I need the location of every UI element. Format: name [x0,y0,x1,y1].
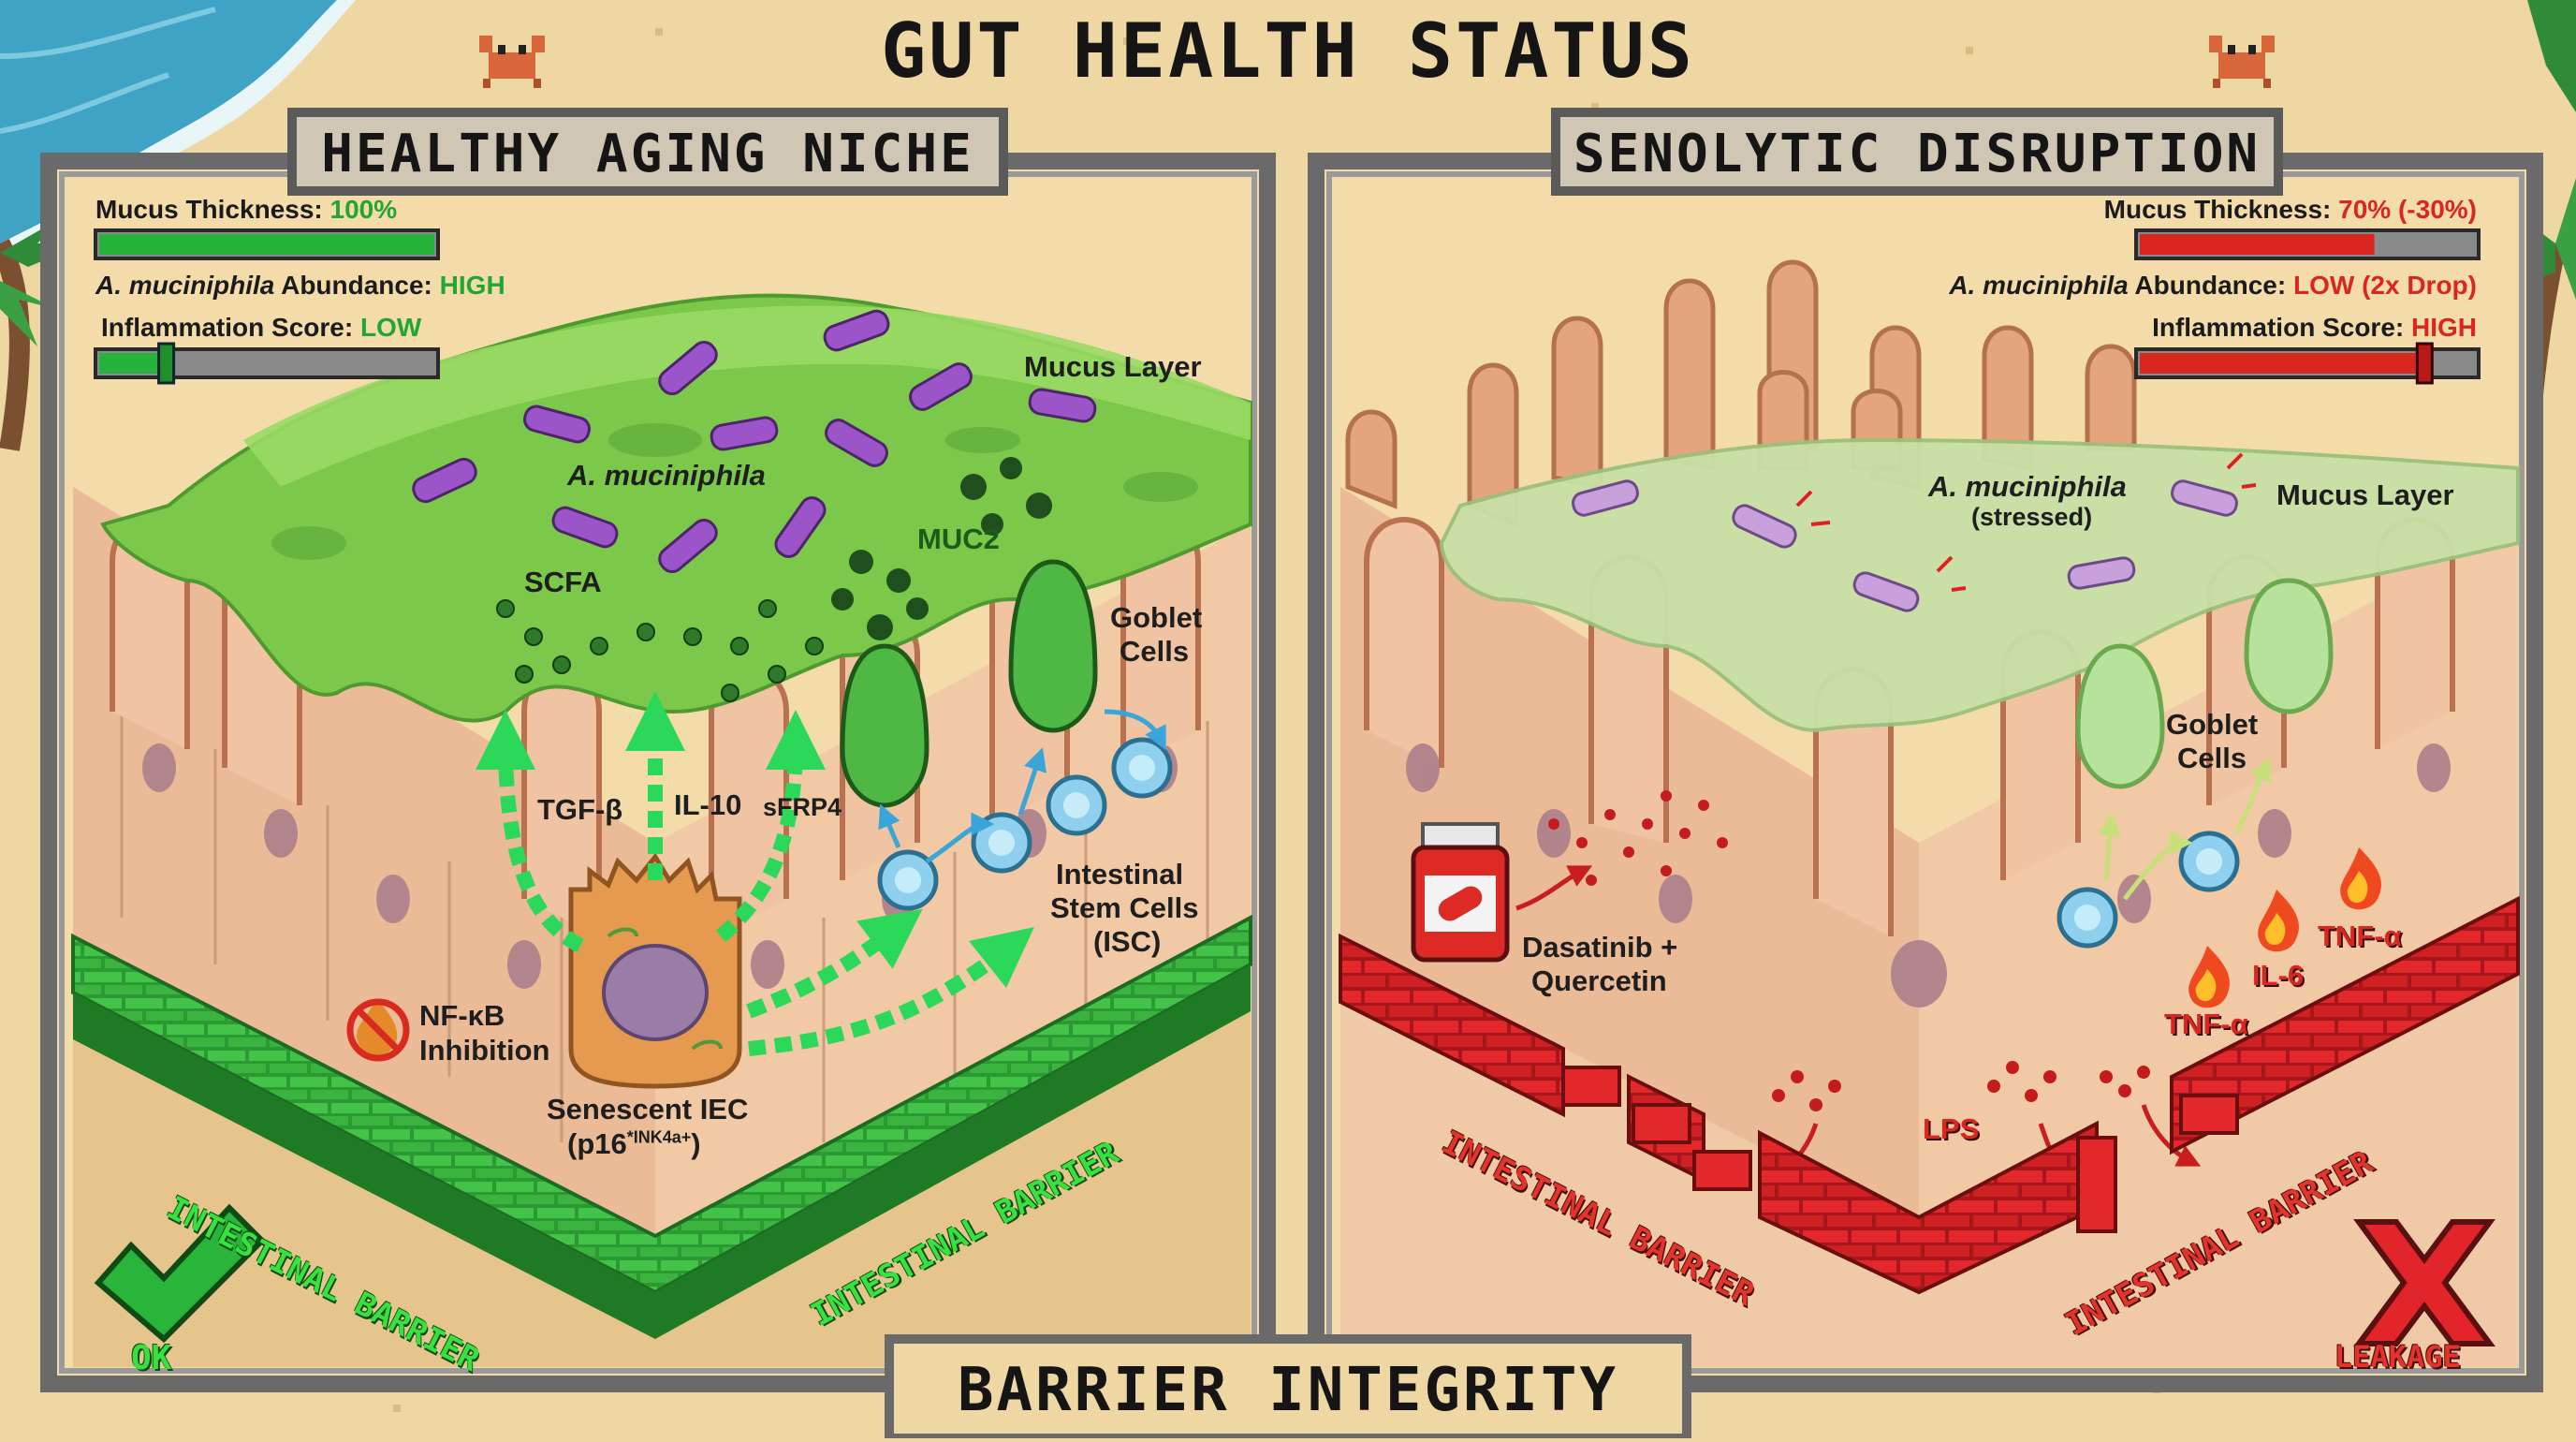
left-hud-bars [94,228,440,385]
right-label-akk-1: A. muciniphila [1928,470,2127,503]
right-bacteria-stressed [1572,479,2238,612]
left-label-senescent-1: Senescent IEC [547,1093,749,1126]
fire-icon [2258,890,2299,952]
left-label-nfkb-2: Inhibition [419,1034,550,1067]
left-label-nfkb-1: NF-κB [419,999,505,1032]
left-label-senescent-2: (p16*INK4a+) [567,1127,701,1161]
right-label-tnf-1: TNF-α [2318,920,2402,952]
right-label-tnf-2: TNF-α [2164,1008,2248,1040]
sen-p16-close: ) [691,1127,701,1160]
left-infl-label: Inflammation Score: [101,313,360,342]
left-mucus-thickness: Mucus Thickness: 100% [95,195,397,225]
right-title-plaque [1551,108,2283,196]
crab-icon-left [479,36,545,88]
left-scene [71,293,1252,1367]
left-label-isc-2: Stem Cells [1050,891,1199,924]
footer-title: BARRIER INTEGRITY [957,1356,1619,1425]
right-goblet-cells [2075,578,2334,789]
left-inflammation-score: Inflammation Score: LOW [101,313,421,343]
left-akk-suffix: Abundance: [274,271,440,300]
left-status-label: OK [131,1339,172,1377]
right-akk-species: A. muciniphila [1949,271,2129,300]
right-label-mucus-layer: Mucus Layer [2276,478,2454,511]
left-panel-title: HEALTHY AGING NICHE [321,124,974,184]
right-label-goblet-1: Goblet [2166,708,2259,741]
right-inflammation-score: Inflammation Score: HIGH [2152,313,2477,343]
left-inflammation-bar-marker [157,342,176,385]
left-inflammation-bar-fill [99,353,167,374]
left-label-goblet-1: Goblet [1110,601,1203,634]
left-mucus-bar-fill [99,234,434,255]
right-mucus-layer [1439,437,2520,733]
left-label-mucus-layer: Mucus Layer [1024,350,1202,383]
left-label-isc-3: (ISC) [1093,925,1162,958]
right-mucus-value: 70% (-30%) [2338,195,2477,224]
right-mucus-label: Mucus Thickness: [2103,195,2339,224]
left-muc2-granules [831,457,1052,640]
right-stem-cells [2056,831,2240,949]
palm-tree-left [0,215,84,451]
right-inflammation-bar-marker [2415,342,2434,385]
left-label-tgfb: TGF-β [537,793,623,826]
sen-p16-sup: *INK4a+ [626,1127,692,1147]
left-scfa-particles [496,599,824,702]
fire-icon [2188,946,2230,1008]
left-mucus-value: 100% [329,195,398,224]
left-akk-value: HIGH [439,271,505,300]
right-label-il6: IL-6 [2252,959,2305,992]
right-mucus-thickness: Mucus Thickness: 70% (-30%) [2104,195,2477,225]
left-label-akk: A. muciniphila [567,459,766,492]
ok-check-icon [94,1203,267,1344]
left-intestinal-barrier [71,914,1252,1339]
left-label-isc-1: Intestinal [1056,858,1184,890]
left-label-scfa: SCFA [524,566,602,598]
left-akk-abundance: A. muciniphila Abundance: HIGH [95,271,505,301]
left-akk-species: A. muciniphila [95,271,275,300]
right-status-label: LEAKAGE [2334,1339,2461,1375]
right-mucus-bar-fill [2140,234,2375,255]
left-label-goblet-2: Cells [1120,635,1190,668]
left-senescent-iec [568,852,742,1089]
left-goblet-cells [840,559,1098,808]
crab-icon-right [2209,36,2275,88]
inflammation-fire-icons [2188,847,2381,1008]
right-label-drug-2: Quercetin [1531,964,1667,997]
right-infl-label: Inflammation Score: [2152,313,2411,342]
right-label-drug-1: Dasatinib + [1522,931,1678,964]
right-panel-title: SENOLYTIC DISRUPTION [1573,124,2261,184]
left-title-plaque [287,108,1008,196]
left-mucus-label: Mucus Thickness: [95,195,330,224]
fire-icon [2340,847,2381,910]
right-drug-particles [1548,790,1728,886]
left-label-il10: IL-10 [674,788,742,821]
footer-plaque [885,1334,1691,1442]
right-scene [1339,259,2520,1367]
left-label-muc2: MUC2 [917,522,1000,555]
right-lps-particles [1772,1061,2150,1111]
right-inflammation-bar-fill [2140,353,2425,374]
nfkb-inhibition-icon [346,998,410,1062]
right-intestinal-barrier [1339,895,2520,1295]
dasatinib-quercetin-bottle-icon [1411,822,1510,963]
left-bacteria-akkermansia [412,309,1097,574]
page-title: GUT HEALTH STATUS [881,7,1695,95]
right-akk-value: LOW (2x Drop) [2293,271,2477,300]
right-infl-value: HIGH [2411,313,2477,342]
left-infl-value: LOW [359,313,422,342]
left-sasp-arrows [476,691,1034,1056]
right-label-akk-2: (stressed) [1971,503,2093,531]
right-hud-bars [2134,228,2481,385]
right-akk-abundance: A. muciniphila Abundance: LOW (2x Drop) [1949,271,2477,301]
sen-p16: (p16 [567,1127,627,1160]
right-label-lps: LPS [1923,1112,1980,1145]
left-label-sfrp4: sFRP4 [763,793,842,821]
leakage-x-icon [2353,1219,2496,1346]
right-label-goblet-2: Cells [2177,742,2247,774]
right-akk-suffix: Abundance: [2128,271,2293,300]
